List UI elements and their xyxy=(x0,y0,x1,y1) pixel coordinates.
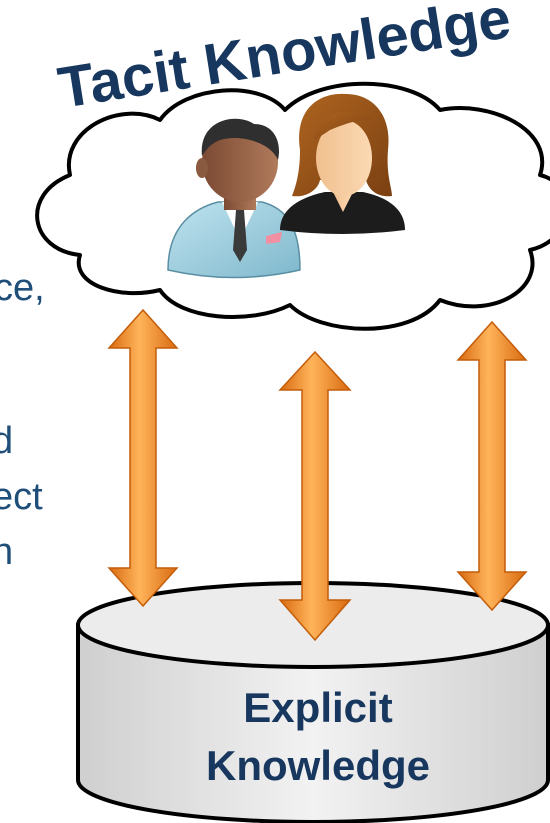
side-text-line-1: ce, xyxy=(0,267,45,309)
database-label-line-2: Knowledge xyxy=(206,742,430,789)
diagram-title: Tacit Knowledge xyxy=(54,0,515,121)
side-text-line-2: d xyxy=(0,420,13,462)
side-text-line-3: ect xyxy=(0,476,43,518)
businesswoman-avatar-icon xyxy=(280,93,405,234)
businessman-avatar-icon xyxy=(167,118,301,279)
double-headed-arrow-icon xyxy=(278,350,352,642)
double-headed-arrow-icon xyxy=(107,308,179,608)
database-label-line-1: Explicit xyxy=(243,684,392,731)
double-headed-arrow-icon xyxy=(456,320,528,612)
side-text-line-4: n xyxy=(0,531,13,573)
